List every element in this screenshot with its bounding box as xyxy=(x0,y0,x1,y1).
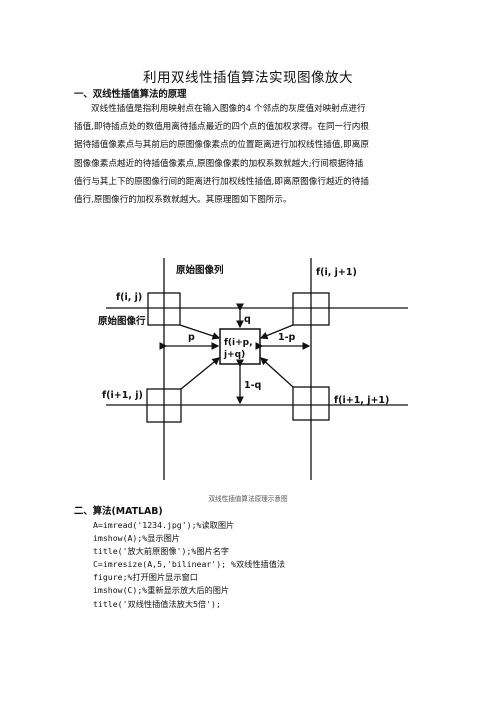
pixel-box-top-right xyxy=(292,292,330,326)
page-title: 利用双线性插值算法实现图像放大 xyxy=(143,70,353,86)
section-heading-algorithm: 二、算法(MATLAB) xyxy=(74,506,163,517)
label-one-minus-p: 1-p xyxy=(278,332,296,343)
figure-caption: 双线性插值算法原理示意图 xyxy=(208,495,288,503)
label-one-minus-q: 1-q xyxy=(244,380,261,391)
arrow-from-top-left xyxy=(179,324,221,340)
code-line: title('双线性插值法放大5倍'); xyxy=(93,598,221,609)
matlab-code-block: A=imread('1234.jpg');%读取图片 imshow(A);%显示图… xyxy=(93,519,285,611)
bilinear-diagram: 原始图像列 原始图像行 f(i, j) f(i, j+1) f(i+1, j) … xyxy=(98,258,408,480)
section-heading-principle: 一、双线性插值算法的原理 xyxy=(74,89,187,100)
code-line: imshow(C);%重新显示放大后的图片 xyxy=(93,585,230,596)
code-line: imshow(A);%显示图片 xyxy=(93,533,180,544)
arrow-from-bottom-right xyxy=(260,357,294,388)
pixel-box-bottom-right xyxy=(292,386,330,421)
paragraph-line: 值行与其上下的原图像行间的距离进行加权线性插值,即离原图像行越近的待插 xyxy=(74,176,369,187)
paragraph-line: 值行,原图像行的加权系数就越大。其原理图如下图所示。 xyxy=(74,195,292,206)
code-line: A=imread('1234.jpg');%读取图片 xyxy=(93,520,235,530)
principle-paragraph: 双线性插值是指利用映射点在输入图像的4 个邻点的灰度值对映射点进行插值,即待插点… xyxy=(74,100,426,209)
label-p: p xyxy=(188,332,195,343)
pixel-box-top-left xyxy=(147,292,181,326)
paragraph-line: 图像像素点越近的待插值像素点,原图像像素的加权系数就越大;行间根据待插 xyxy=(74,158,364,169)
label-q: q xyxy=(244,314,251,325)
arrow-from-top-right xyxy=(259,324,294,340)
label-center-line1: f(i+p, xyxy=(224,338,253,348)
label-f-ij1: f(i, j+1) xyxy=(316,267,357,278)
pixel-box-bottom-left xyxy=(146,388,182,423)
paragraph-line: 据待插值像素点与其前后的原图像像素点的位置距离进行加权线性插值,即离原 xyxy=(74,140,369,151)
code-line: title('放大前原图像');%图片名字 xyxy=(93,546,230,557)
label-f-ij: f(i, j) xyxy=(116,292,142,303)
label-original-row: 原始图像行 xyxy=(98,315,146,327)
code-line: C=imresize(A,5,'bilinear'); %双线性插值法 xyxy=(93,559,286,570)
label-f-i1j: f(i+1, j) xyxy=(102,390,143,401)
label-original-column: 原始图像列 xyxy=(176,264,224,276)
paragraph-line: 插值,即待插点处的数值用离待插点最近的四个点的值加权求得。在同一行内根 xyxy=(74,122,369,133)
paragraph-line: 双线性插值是指利用映射点在输入图像的4 个邻点的灰度值对映射点进行 xyxy=(91,104,366,114)
arrow-from-bottom-left xyxy=(180,357,221,390)
label-center-line2: j+q) xyxy=(223,350,245,360)
code-line: figure;%打开图片显示窗口 xyxy=(93,572,198,583)
label-f-i1j1: f(i+1, j+1) xyxy=(334,395,389,406)
